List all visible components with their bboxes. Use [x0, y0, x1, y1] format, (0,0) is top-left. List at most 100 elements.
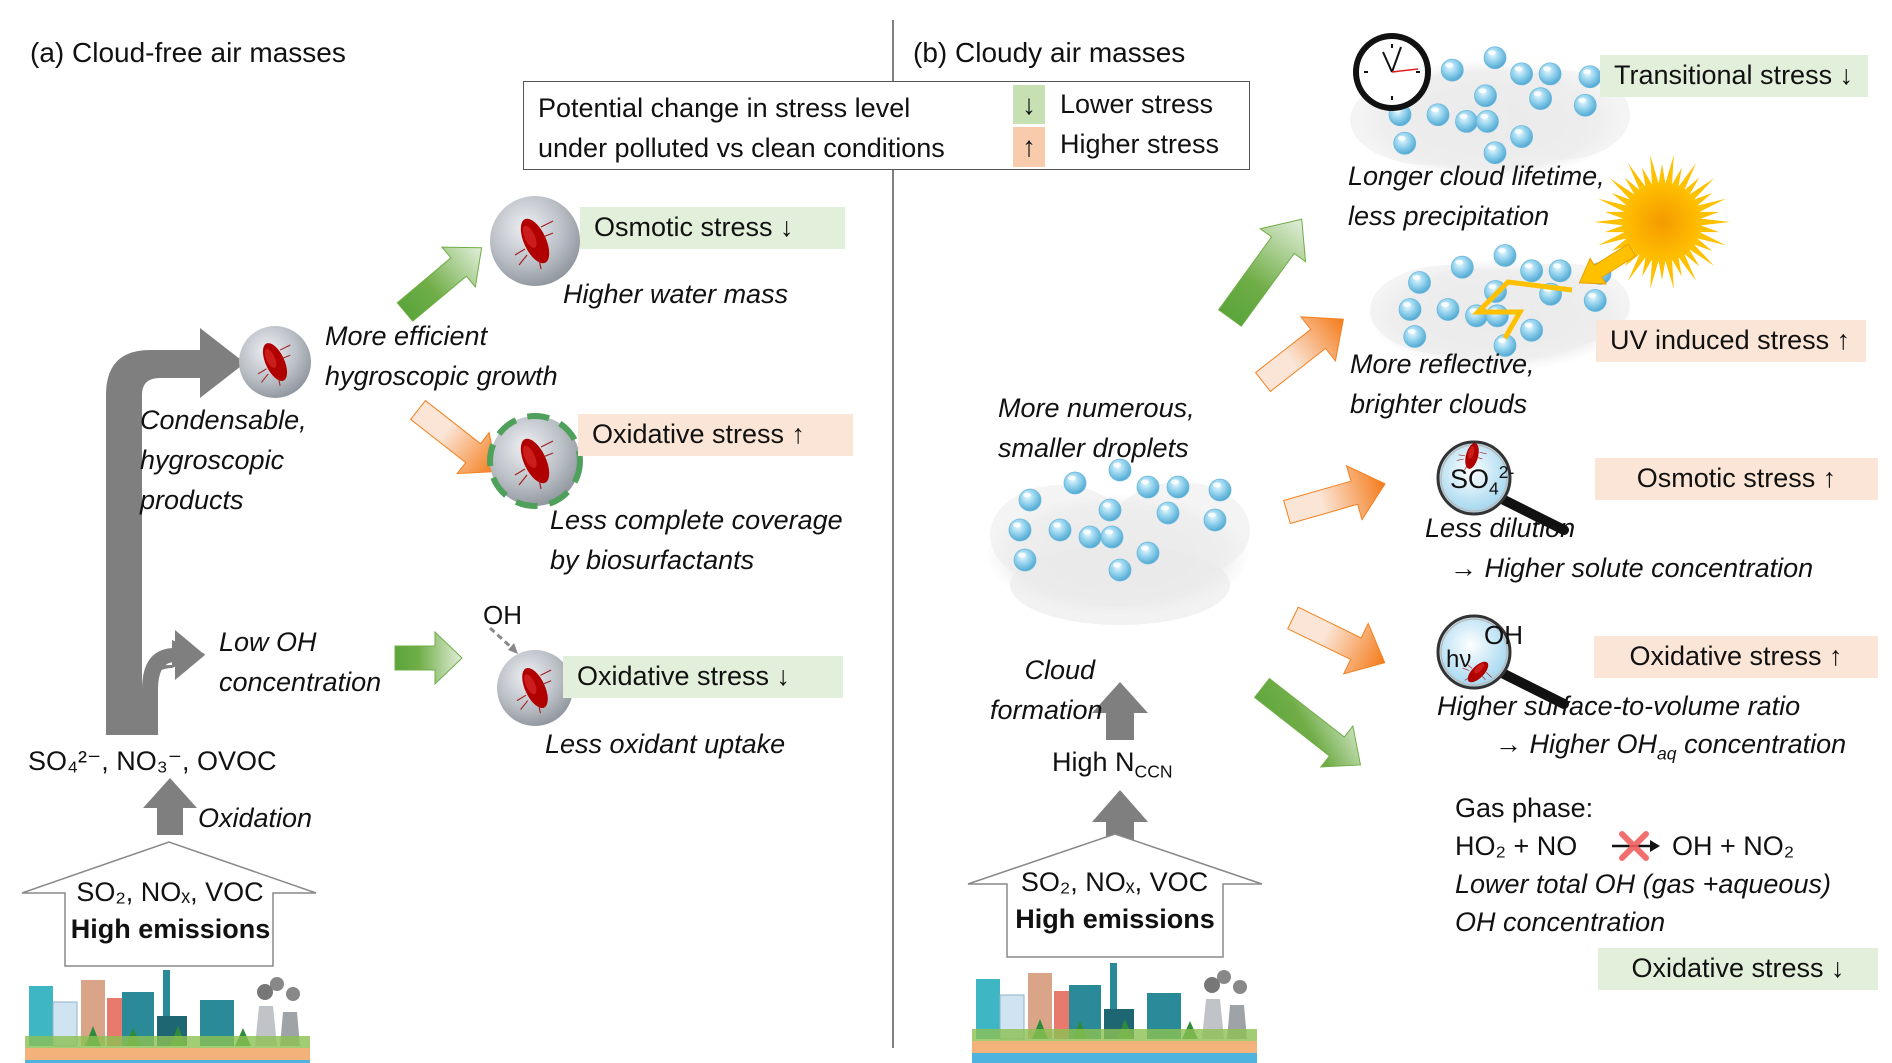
- bacterium-droplet-biosurfactant: [487, 413, 583, 509]
- sun-ray: [1700, 211, 1720, 219]
- osmotic-stress-lower-badge: Osmotic stress ↓: [580, 207, 845, 249]
- surface-volume-caption: Higher surface-to-volume ratio: [1437, 691, 1801, 721]
- oxidation-label: Oxidation: [198, 803, 313, 833]
- sun-ray: [1604, 225, 1624, 233]
- sun-ray: [1698, 198, 1726, 212]
- water-droplet: [1510, 125, 1534, 149]
- sun-ray: [1624, 177, 1639, 194]
- sun-ray: [1700, 225, 1720, 233]
- water-droplet: [1008, 518, 1032, 542]
- condensable-line-1: Condensable,: [140, 405, 307, 435]
- biosurfactant-line-1: Less complete coverage: [550, 505, 843, 535]
- low-oh-line-1: Low OH: [219, 627, 317, 657]
- oxidative-stress-higher-badge-b: Oxidative stress ↑: [1594, 636, 1878, 678]
- condensable-line-2: hygroscopic: [140, 445, 285, 475]
- sun-ray: [1598, 198, 1626, 212]
- green-arrow-lifetime: [1217, 218, 1307, 327]
- water-droplet: [1538, 62, 1562, 86]
- water-droplet: [1475, 109, 1499, 133]
- lens-hv-label: hν: [1446, 646, 1472, 673]
- sun-ray: [1611, 193, 1630, 205]
- transitional-stress-lower-badge: Transitional stress ↓: [1600, 55, 1868, 97]
- gas-phase-heading: Gas phase:: [1455, 793, 1594, 823]
- bacterium-droplet-oxidant: [497, 650, 573, 726]
- high-emissions-label-a: High emissions: [70, 914, 271, 944]
- orange-arrow-surface: [1287, 606, 1386, 675]
- legend-title-line-1: Potential change in stress level: [538, 93, 911, 123]
- reflective-line-1: More reflective,: [1350, 349, 1535, 379]
- cloud-formation-line-1: Cloud: [1024, 655, 1095, 685]
- droplets-caption: More numerous, smaller droplets: [998, 388, 1195, 468]
- legend-lower-swatch: ↓: [1013, 85, 1045, 124]
- low-oh-line-2: concentration: [219, 667, 382, 697]
- water-droplet: [1108, 558, 1132, 582]
- water-droplet: [1398, 298, 1422, 321]
- nccn-arrow: [1092, 790, 1148, 848]
- sun-ray: [1672, 258, 1682, 277]
- sun-icon: [1594, 155, 1730, 289]
- water-droplet: [1203, 508, 1227, 532]
- sun-ray: [1679, 254, 1696, 281]
- water-droplet: [1436, 298, 1460, 321]
- reflective-clouds-caption: More reflective, brighter clouds: [1350, 344, 1535, 424]
- cloud-formation-label: Cloud formation: [990, 650, 1103, 730]
- water-droplet: [1426, 103, 1450, 127]
- high-emissions-label-b: High emissions: [1015, 904, 1215, 934]
- reaction-reactants: HO₂ + NO: [1455, 831, 1578, 861]
- growth-line-2: hygroscopic growth: [325, 361, 558, 391]
- legend-title: Potential change in stress level under p…: [538, 88, 945, 168]
- sun-ray: [1598, 232, 1626, 246]
- lens-oh-label: OH: [1484, 620, 1523, 650]
- city-skyline-icon-a: [25, 970, 310, 1063]
- water-droplet: [1156, 501, 1180, 525]
- water-droplet: [1136, 475, 1160, 499]
- sun-ray: [1628, 254, 1645, 281]
- less-oxidant-uptake-caption: Less oxidant uptake: [545, 729, 786, 759]
- sunlight-arrow: [1578, 243, 1637, 285]
- sun-ray: [1685, 177, 1700, 194]
- sun-ray: [1594, 218, 1623, 226]
- high-nccn-label: High NCCN: [1052, 747, 1173, 782]
- gray-arrow-main: [106, 328, 245, 735]
- orange-arrow-dilution: [1283, 464, 1386, 525]
- emissions-arrow-outline-a: [21, 841, 317, 967]
- less-dilution-caption: Less dilution: [1425, 513, 1576, 543]
- oxidative-stress-lower-badge: Oxidative stress ↓: [563, 656, 843, 698]
- orange-arrow-reflective: [1254, 316, 1344, 393]
- hygroscopic-growth-label: More efficient hygroscopic growth: [325, 316, 558, 396]
- condensable-products-label: Condensable, hygroscopic products: [140, 400, 307, 520]
- sun-ray: [1609, 178, 1634, 199]
- reflection-path: [1471, 279, 1573, 340]
- oh-aq-caption: → Higher OHaq concentration: [1495, 729, 1847, 764]
- lens-sulfate-label: SO42-: [1450, 462, 1515, 499]
- water-droplet: [1485, 304, 1509, 328]
- water-droplet: [1078, 525, 1102, 549]
- water-droplet: [1408, 271, 1431, 294]
- green-arrow-low-oh: [394, 630, 463, 686]
- bacterium-droplet-small: [239, 326, 311, 398]
- stress-legend: Potential change in stress level under p…: [523, 81, 1250, 170]
- biosurfactant-line-2: by biosurfactants: [550, 545, 755, 575]
- water-droplet: [1166, 475, 1190, 499]
- sun-ray: [1604, 211, 1624, 219]
- water-droplet: [1208, 478, 1232, 502]
- water-droplet: [1483, 46, 1507, 70]
- water-droplet: [1450, 255, 1474, 279]
- sun-ray: [1658, 164, 1666, 183]
- water-droplet: [1393, 131, 1417, 155]
- legend-higher-swatch: ↑: [1013, 127, 1045, 167]
- cloud-lifetime-caption: Longer cloud lifetime, less precipitatio…: [1348, 156, 1605, 236]
- magnifier-surface-icon: [1436, 614, 1569, 709]
- reaction-products: OH + NO₂: [1672, 831, 1795, 861]
- growth-line-1: More efficient: [325, 321, 488, 351]
- water-droplet: [1063, 471, 1087, 495]
- sun-ray: [1698, 232, 1726, 246]
- water-droplet: [1100, 525, 1124, 549]
- sun-ray: [1694, 239, 1713, 251]
- droplets-line-2: smaller droplets: [998, 433, 1189, 463]
- sun-ray: [1642, 167, 1652, 186]
- sun-ray: [1650, 155, 1659, 184]
- uv-stress-higher-badge: UV induced stress ↑: [1596, 320, 1866, 362]
- cloud-formation-arrow: [1092, 682, 1148, 740]
- lifetime-line-1: Longer cloud lifetime,: [1348, 161, 1605, 191]
